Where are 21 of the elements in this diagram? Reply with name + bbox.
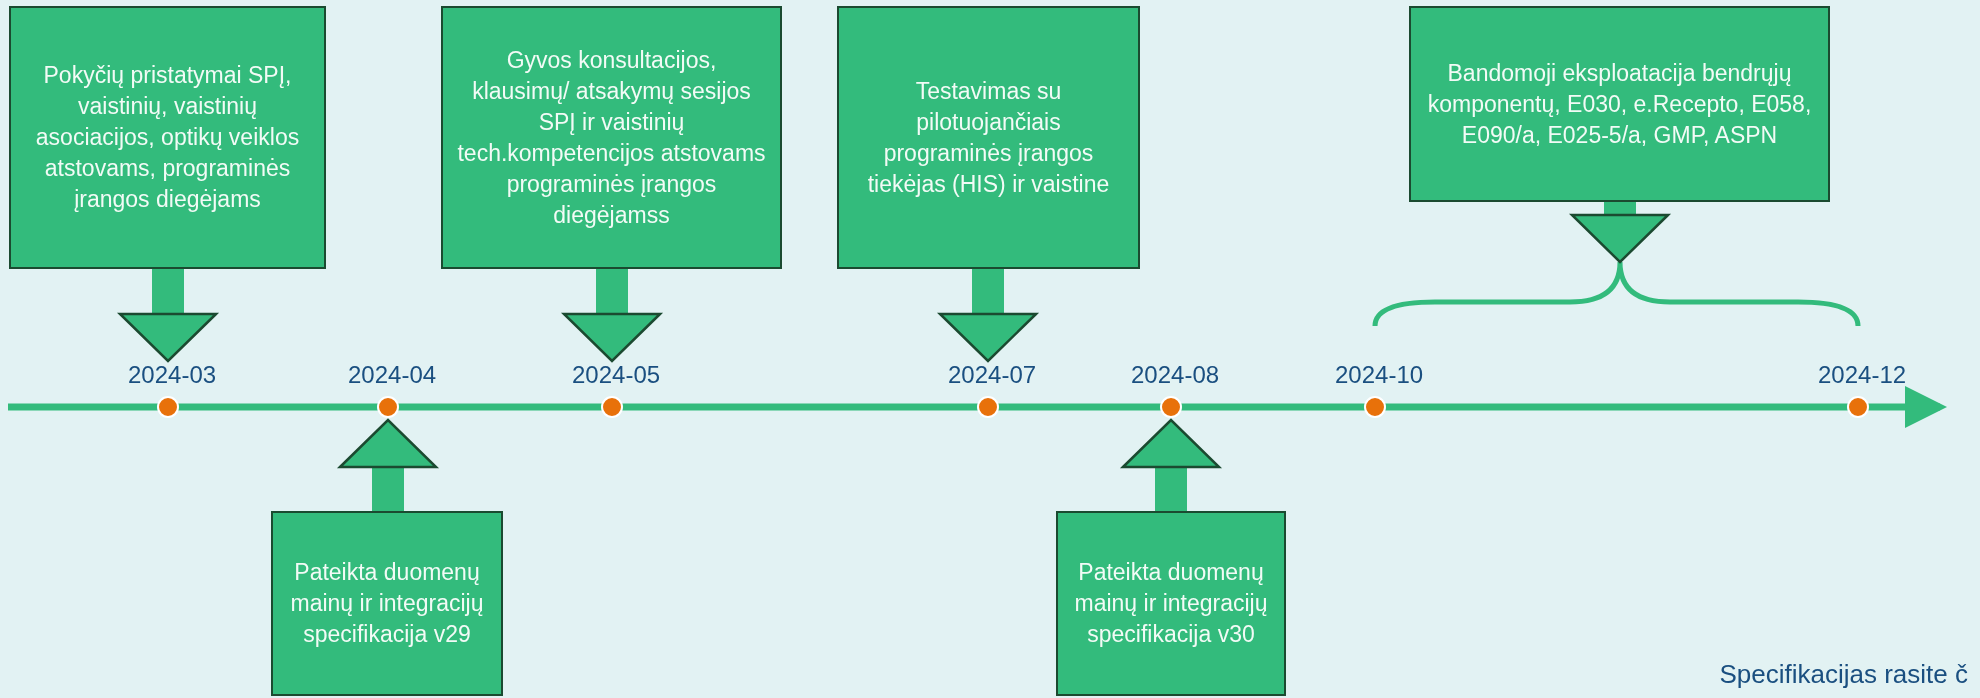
date-label: 2024-07 xyxy=(948,361,1037,389)
block-arrow xyxy=(938,268,1038,363)
callout-box: Gyvos konsultacijos, klausimų/ atsakymų sesijos SPĮ ir vaistinių tech.kompetencijos atstovams programinės įrangos diegėjamss xyxy=(441,6,782,269)
block-arrow xyxy=(562,268,662,363)
date-label: 2024-03 xyxy=(128,361,217,389)
callout-box: Pateikta duomenų mainų ir integracijų specifikacija v30 xyxy=(1056,511,1286,696)
callout-box: Bandomoji eksploatacija bendrųjų komponentų, E030, e.Recepto, E058, E090/a, E025-5/a, GMP, ASPN xyxy=(1409,6,1830,202)
date-label: 2024-10 xyxy=(1335,361,1424,389)
block-arrow xyxy=(1121,418,1221,512)
callout-box: Pokyčių pristatymai SPĮ, vaistinių, vaistinių asociacijos, optikų veiklos atstovams, programinės įrangos diegėjams xyxy=(9,6,326,269)
callout-box: Testavimas su pilotuojančiais programinės įrangos tiekėjas (HIS) ir vaistine xyxy=(837,6,1140,269)
callout-box: Pateikta duomenų mainų ir integracijų specifikacija v29 xyxy=(271,511,503,696)
block-arrow xyxy=(338,418,438,512)
brace xyxy=(1372,259,1861,327)
date-label: 2024-04 xyxy=(348,361,437,389)
block-arrow xyxy=(1570,201,1670,264)
date-label: 2024-12 xyxy=(1818,361,1907,389)
date-label: 2024-05 xyxy=(572,361,661,389)
block-arrow xyxy=(118,268,218,363)
date-label: 2024-08 xyxy=(1131,361,1220,389)
note-text: Specifikacijas rasite č xyxy=(1719,659,1968,690)
